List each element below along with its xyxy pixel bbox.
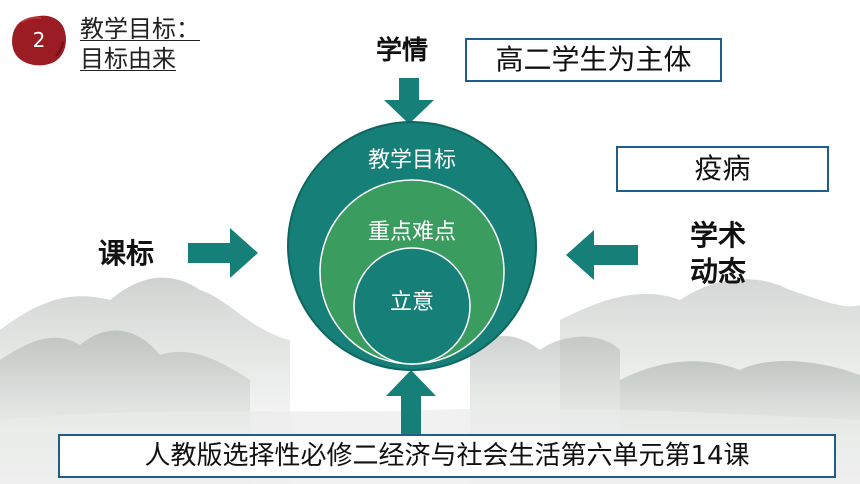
box-epidemic: 疫病: [616, 146, 829, 192]
box-textbook-lesson: 人教版选择性必修二经济与社会生活第六单元第14课: [58, 434, 836, 478]
circle-label-key-points: 重点难点: [367, 220, 456, 245]
section-title: 教学目标： 目标由来: [80, 14, 200, 74]
label-academic-line1: 学术: [690, 219, 747, 252]
badge-number: 2: [32, 28, 46, 52]
arrow-up-icon: [386, 370, 436, 436]
concentric-circles-diagram: [287, 121, 537, 371]
circle-label-teaching-goal: 教学目标: [367, 148, 456, 173]
label-academic-line2: 动态: [690, 255, 747, 288]
arrow-left-icon: [566, 230, 638, 280]
section-title-line1: 教学目标：: [80, 15, 200, 43]
label-curriculum-standard: 课标: [98, 237, 155, 270]
inner-circle: [353, 247, 471, 365]
label-xueqing: 学情: [376, 36, 429, 66]
arrow-down-icon: [384, 78, 434, 124]
seal-badge-icon: [12, 15, 66, 66]
box-students: 高二学生为主体: [465, 38, 722, 82]
label-academic-trends: 学术 动态: [690, 218, 746, 290]
section-title-line2: 目标由来: [80, 45, 176, 73]
circle-label-intent: 立意: [389, 290, 434, 315]
arrow-right-icon: [188, 228, 258, 278]
